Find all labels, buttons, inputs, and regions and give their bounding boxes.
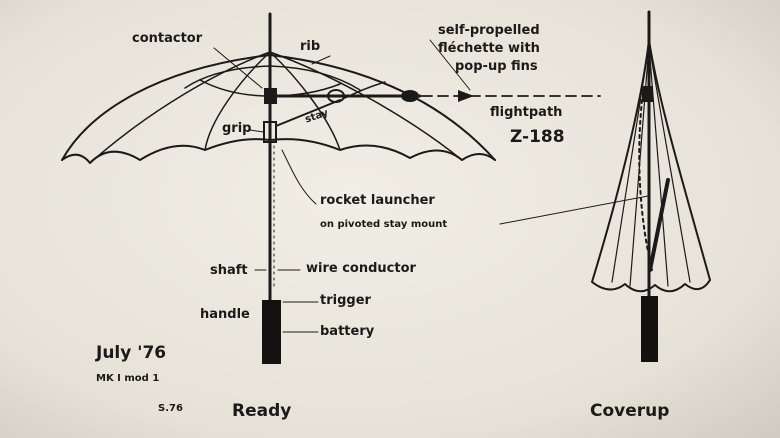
label-grip: grip bbox=[222, 121, 252, 136]
ready-umbrella bbox=[61, 12, 601, 364]
label-trigger: trigger bbox=[320, 293, 371, 308]
label-contactor: contactor bbox=[132, 31, 203, 46]
label-initials: S.76 bbox=[158, 403, 183, 414]
coverup-umbrella bbox=[499, 10, 711, 362]
label-battery: battery bbox=[320, 324, 375, 339]
label-fechette-2: fléchette with bbox=[438, 41, 540, 56]
label-rib: rib bbox=[300, 39, 321, 54]
label-handle: handle bbox=[200, 307, 250, 322]
label-rocket-launcher: rocket launcher bbox=[320, 193, 435, 208]
label-designation: Z-188 bbox=[510, 127, 565, 147]
label-flightpath: flightpath bbox=[490, 105, 563, 120]
caption-ready: Ready bbox=[232, 401, 292, 421]
label-date: July '76 bbox=[96, 343, 167, 363]
label-fechette-1: self-propelled bbox=[438, 23, 540, 38]
label-fechette-3: pop-up fins bbox=[455, 59, 538, 74]
label-rocket-mount: on pivoted stay mount bbox=[320, 219, 448, 230]
label-model: MK I mod 1 bbox=[96, 373, 160, 384]
caption-coverup: Coverup bbox=[590, 401, 670, 421]
label-shaft: shaft bbox=[210, 263, 248, 278]
label-wire-conductor: wire conductor bbox=[306, 261, 416, 276]
